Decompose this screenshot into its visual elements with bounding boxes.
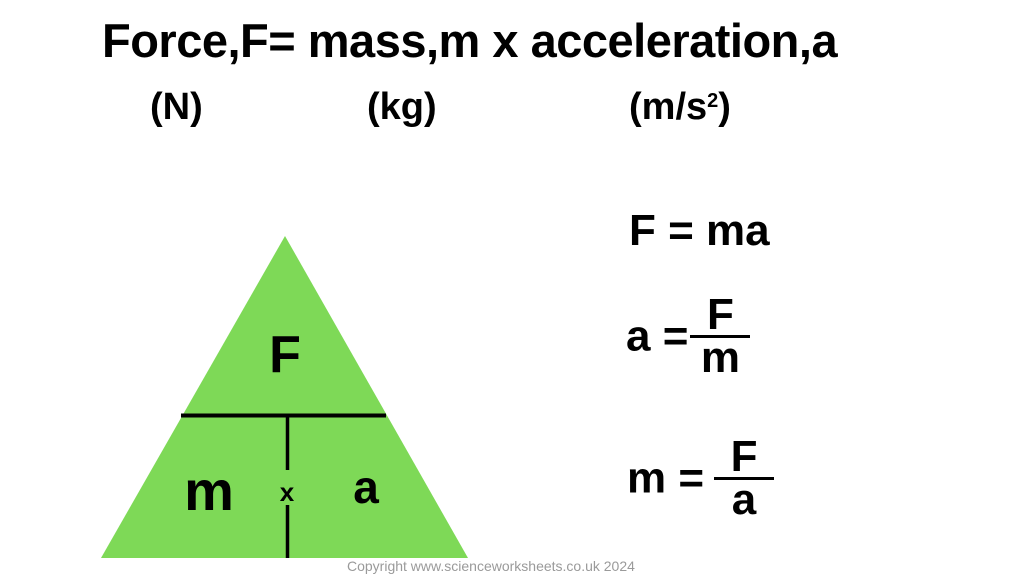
unit-acceleration-close: ) bbox=[718, 86, 731, 128]
equation-acceleration-fraction: F m bbox=[690, 290, 751, 382]
fraction-bar bbox=[690, 335, 751, 338]
copyright-notice: Copyright www.scienceworksheets.co.uk 20… bbox=[347, 558, 635, 574]
main-equation-title: Force,F= mass,m x acceleration,a bbox=[102, 14, 838, 67]
unit-acceleration: (m/s2) bbox=[629, 84, 731, 130]
triangle-label-acceleration: a bbox=[353, 461, 379, 513]
fraction-denominator: a bbox=[731, 475, 757, 524]
equation-force: F = ma bbox=[629, 206, 770, 255]
fraction-bar bbox=[714, 477, 775, 480]
equation-acceleration: a = F m bbox=[626, 290, 751, 382]
unit-mass: (kg) bbox=[367, 86, 437, 128]
equation-mass-fraction: F a bbox=[714, 432, 775, 524]
triangle-label-multiply: x bbox=[280, 477, 295, 507]
equation-acceleration-lhs: a = bbox=[626, 311, 689, 361]
unit-force: (N) bbox=[150, 86, 203, 128]
unit-acceleration-base: (m/s bbox=[629, 86, 708, 128]
unit-acceleration-exponent: 2 bbox=[707, 90, 719, 112]
equation-mass: m = F a bbox=[627, 432, 775, 524]
equation-mass-lhs: m = bbox=[627, 453, 705, 503]
triangle-shape bbox=[101, 236, 468, 558]
triangle-label-force: F bbox=[269, 326, 301, 384]
triangle-label-mass: m bbox=[184, 459, 234, 522]
fraction-denominator: m bbox=[700, 333, 740, 382]
fraction-numerator: F bbox=[730, 432, 758, 481]
fraction-numerator: F bbox=[706, 290, 734, 339]
